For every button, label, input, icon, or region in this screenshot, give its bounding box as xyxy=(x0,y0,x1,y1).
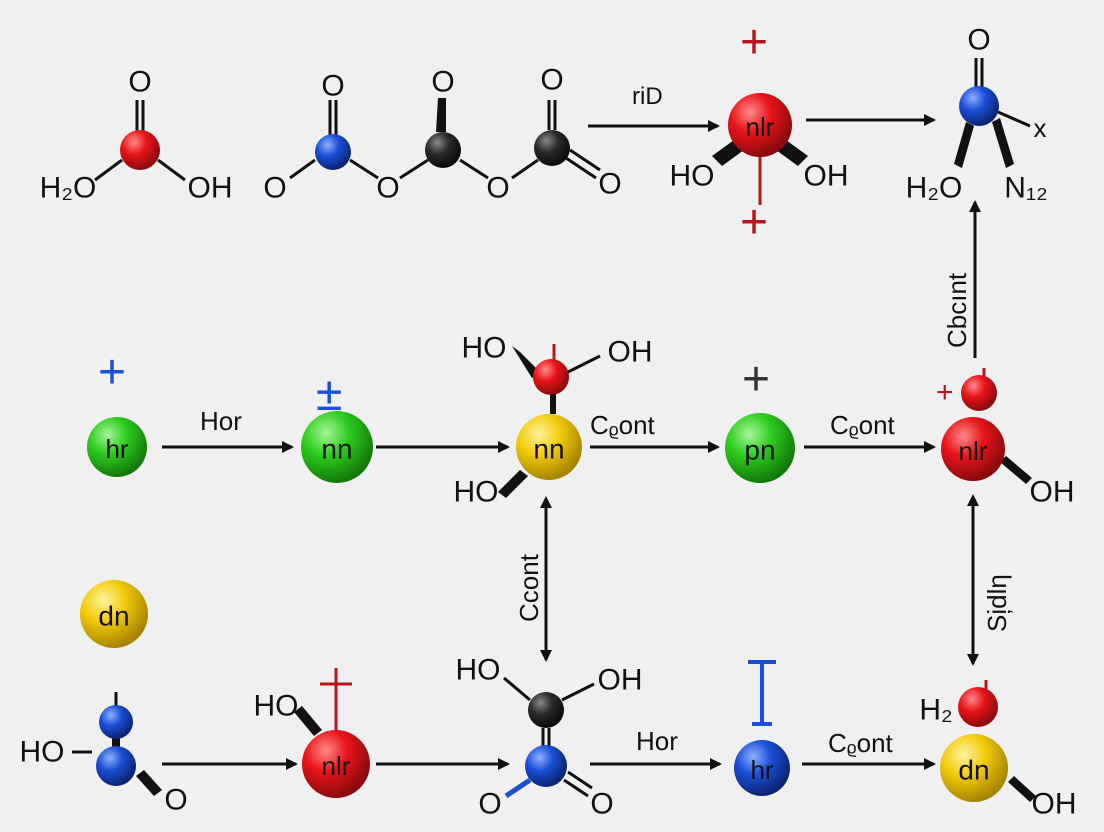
arrow-label: Cᵨont xyxy=(828,728,894,758)
label-h2o: H₂O xyxy=(40,172,97,205)
nitrogen-atom xyxy=(96,746,136,786)
label-ho: HO xyxy=(670,160,715,193)
atom-label: nlr xyxy=(746,112,775,142)
central-atom xyxy=(516,414,582,480)
atom-label: dn xyxy=(98,601,129,632)
label-o: O xyxy=(128,66,151,99)
molecule-4: O x H₂O N₁₂ xyxy=(906,24,1048,205)
label-o: O xyxy=(486,172,509,205)
atom-dn-left: dn xyxy=(80,580,148,648)
plus-charge: + xyxy=(740,16,768,69)
central-atom xyxy=(941,417,1005,481)
central-atom xyxy=(302,730,370,798)
label-h2: H₂ xyxy=(919,694,952,727)
label-o: O xyxy=(164,784,187,817)
central-atom xyxy=(940,734,1008,802)
label-o: O xyxy=(431,66,454,99)
arrow-label: Cbcınt xyxy=(942,272,972,348)
label-ho: HO xyxy=(454,476,499,509)
molecule-nlr-right: + nlr OH xyxy=(936,368,1075,509)
bottom-molecule-dn: dn H₂ OH xyxy=(919,680,1077,821)
oxygen-atom xyxy=(958,687,998,727)
label-oh: OH xyxy=(188,172,233,205)
nitrogen-atom xyxy=(315,134,351,170)
atom-pn: pn xyxy=(725,413,795,483)
nitrogen-atom xyxy=(99,705,133,739)
atom-label: nn xyxy=(533,434,564,465)
molecule-1: O H₂O OH xyxy=(40,66,233,205)
label-o: O xyxy=(967,24,990,57)
nitrogen-atom xyxy=(525,745,567,787)
label-o: O xyxy=(598,168,621,201)
arrow-hor: Hor xyxy=(162,406,294,453)
plus-charge: + xyxy=(936,376,954,409)
central-atom xyxy=(728,93,792,157)
molecule-2: O O O O O O O xyxy=(263,64,621,205)
label-ho: HO xyxy=(254,690,299,723)
label-oh: OH xyxy=(1030,476,1075,509)
molecule-nn-yellow: nn HO OH HO xyxy=(454,332,653,509)
label-ho: HO xyxy=(456,654,501,687)
arrow-cpont-bottom: Cᵨont xyxy=(802,728,936,770)
bottom-molecule-3: HO OH O O xyxy=(456,654,643,821)
atom-nn-green: nn xyxy=(301,411,373,483)
atom-label: nlr xyxy=(322,751,351,781)
arrow-label: Si̦dlη xyxy=(982,574,1013,632)
arrow-cpont-1: Cᵨont xyxy=(590,410,720,453)
arrow-label: riD xyxy=(632,83,663,110)
nitrogen-atom xyxy=(959,86,999,126)
oxygen-atom xyxy=(961,375,997,411)
oxygen-atom xyxy=(533,359,569,395)
label-oh: OH xyxy=(804,160,849,193)
arrow-cpont-2: Cᵨont xyxy=(804,410,936,453)
label-o: O xyxy=(590,788,613,821)
molecule-3: + + nlr HO OH xyxy=(670,16,849,249)
label-n: N₁₂ xyxy=(1004,172,1047,205)
label-oh: OH xyxy=(598,664,643,697)
arrow-label: Hor xyxy=(200,406,242,436)
atom-label: pn xyxy=(744,435,775,466)
arrow-label: Hor xyxy=(636,726,678,756)
bottom-atom-hr: hr xyxy=(734,660,790,796)
carbon-atom xyxy=(528,692,564,728)
arrow-vertical-double-right: Si̦dlη xyxy=(967,494,1013,666)
bottom-molecule-2: nlr HO xyxy=(254,668,370,798)
label-o: O xyxy=(478,788,501,821)
label-oh: OH xyxy=(608,336,653,369)
label-ho: HO xyxy=(462,332,507,365)
atom-label: nn xyxy=(321,434,352,465)
arrow-label: Cᵨont xyxy=(830,410,896,440)
label-x: x xyxy=(1034,113,1047,143)
atom-label: nlr xyxy=(959,436,988,466)
label-o: O xyxy=(540,64,563,97)
arrow-vertical-up: Cbcınt xyxy=(942,200,981,358)
oxygen-atom xyxy=(120,130,160,170)
atom-hr: hr xyxy=(87,417,147,477)
label-oh: OH xyxy=(1032,788,1077,821)
carbon-atom xyxy=(534,130,570,166)
label-o: O xyxy=(263,172,286,205)
label-o: O xyxy=(376,172,399,205)
atom-label: dn xyxy=(958,755,989,786)
label-h2o: H₂O xyxy=(906,172,963,205)
label-ho: HO xyxy=(20,736,65,769)
arrow-label: Cᵨont xyxy=(590,410,656,440)
arrow-label: Ccont xyxy=(514,553,544,622)
atom-label: hr xyxy=(105,434,128,464)
arrow-vertical-double-mid: Ccont xyxy=(514,496,552,662)
arrow-rid: riD xyxy=(588,83,720,132)
arrow-hor-bottom: Hor xyxy=(590,726,722,770)
carbon-atom xyxy=(425,132,461,168)
bottom-molecule-1: HO O xyxy=(20,692,188,817)
atom-label: hr xyxy=(750,755,773,785)
plus-charge: + xyxy=(98,346,126,399)
plus-charge: + xyxy=(742,353,770,406)
plus-charge: + xyxy=(740,196,768,249)
label-o: O xyxy=(321,70,344,103)
